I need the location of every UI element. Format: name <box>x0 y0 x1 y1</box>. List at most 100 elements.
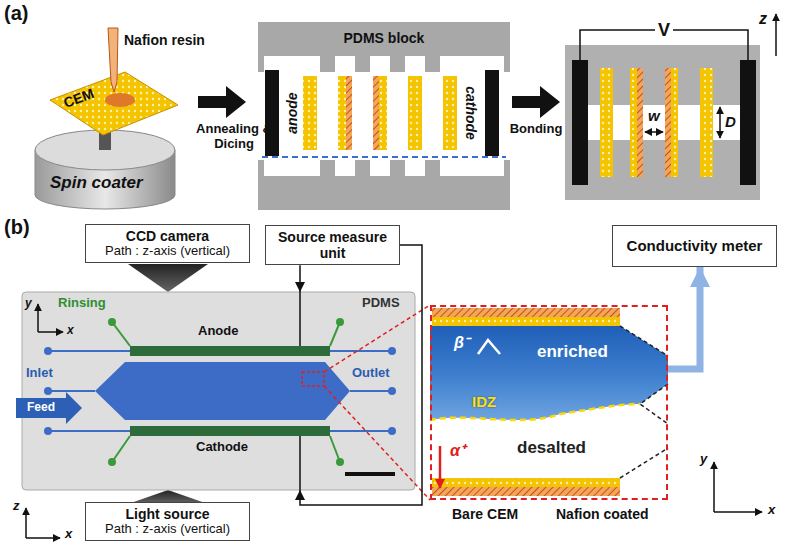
pdms-block-exploded <box>265 70 279 156</box>
node-text: α⁺ <box>450 442 465 460</box>
chip-photo <box>350 390 392 392</box>
chip-photo <box>388 387 396 395</box>
axis-arrows <box>26 508 60 538</box>
chip-photo <box>38 331 63 333</box>
chip-photo <box>108 458 116 466</box>
chip-photo <box>44 387 52 395</box>
bonded-device <box>565 14 776 200</box>
chip-photo <box>388 427 396 435</box>
chip-photo <box>112 436 130 462</box>
zoom-channel <box>432 487 620 496</box>
pdms-block-exploded <box>258 176 510 210</box>
axis-arrows <box>25 508 27 538</box>
zoom-leader <box>324 305 430 500</box>
pdms-block-exploded <box>373 76 379 150</box>
chip-photo <box>48 350 130 352</box>
chip-photo <box>108 318 116 326</box>
chip-photo <box>48 430 130 432</box>
voltage-label: V <box>655 20 673 41</box>
bonded-device <box>600 68 613 177</box>
bonded-device <box>565 45 760 200</box>
chip-photo <box>336 318 344 326</box>
zoom-channel <box>620 326 668 478</box>
chip-photo <box>336 458 344 466</box>
bonded-device <box>775 14 777 56</box>
zoom-channel <box>430 404 640 420</box>
pdms-block-exploded <box>262 156 506 158</box>
chip-photo <box>302 372 324 386</box>
zoom-channel <box>640 384 668 424</box>
pdms-block-exploded <box>320 56 335 72</box>
chip-photo <box>95 362 350 420</box>
pdms-block-exploded <box>504 160 510 176</box>
axis-arrows <box>26 537 60 539</box>
pdms-block-exploded <box>425 56 440 72</box>
spin-coater <box>105 93 135 107</box>
node-text: Anode <box>198 324 238 339</box>
part-label: Nafion coated <box>556 506 649 522</box>
axis-label: y <box>700 452 707 467</box>
chip-photo <box>108 318 344 466</box>
pdms-block-exploded <box>258 160 264 176</box>
node-text: β⁻ <box>454 334 469 352</box>
node-text: Cathode <box>196 440 248 455</box>
chip-photo <box>330 350 392 352</box>
axis-label: x <box>65 527 72 542</box>
sample-flow-arrow <box>668 267 700 369</box>
chip-photo <box>48 390 95 392</box>
zoom-channel <box>620 326 668 356</box>
zoom-channel <box>432 308 620 317</box>
pdms-block-exploded <box>258 56 264 72</box>
panel-letter: (b) <box>4 216 30 239</box>
node-text: enriched <box>537 342 608 362</box>
chip-photo <box>388 347 396 355</box>
node-text: Light source <box>125 506 209 522</box>
pdms-block-exploded <box>408 76 422 150</box>
bonded-device <box>665 68 678 177</box>
chip-photo <box>44 347 52 355</box>
part-label: Spin coater <box>50 173 143 193</box>
chip-photo <box>16 292 415 490</box>
zoom-channel <box>478 340 500 354</box>
flow-label: Feed <box>27 401 55 415</box>
node-text: PDMS <box>362 296 400 311</box>
instrument-box: Conductivity meter <box>612 225 777 267</box>
zoom-leader <box>324 386 430 500</box>
pdms-block-exploded <box>390 56 405 72</box>
chip-photo <box>345 472 395 476</box>
pdms-block-exploded <box>303 76 317 150</box>
process-arrow <box>512 86 560 118</box>
electrode-label: anode <box>283 92 299 133</box>
zoom-channel <box>620 448 668 478</box>
instrument-box: Source measure unit <box>265 225 400 265</box>
pdms-block-exploded <box>485 70 499 156</box>
step-label: Bonding <box>506 122 566 137</box>
bonded-device <box>719 107 721 138</box>
zoom-channel <box>432 478 620 487</box>
node-text: Inlet <box>26 366 53 381</box>
chip-photo <box>37 304 39 332</box>
wire-connector <box>300 245 422 505</box>
node-text: IDZ <box>472 393 496 410</box>
wire-connector <box>299 265 301 292</box>
chip-photo: RinsingPDMSAnodeInletOutletCathode <box>22 292 415 490</box>
electrode-label: cathode <box>463 86 479 140</box>
dimension-label: D <box>725 113 736 130</box>
bonded-device <box>637 68 643 177</box>
spin-coater <box>108 28 118 92</box>
node-text: Rinsing <box>58 296 106 311</box>
pdms-block-exploded <box>258 22 510 210</box>
spin-coater <box>35 28 178 209</box>
step-label: Annealing & Dicing <box>192 122 276 152</box>
pdms-block-exploded <box>425 160 440 176</box>
chip-photo <box>130 426 330 436</box>
zoom-view: β⁻ enrichedIDZ desalted α⁺ <box>430 305 668 500</box>
zoom-channel <box>713 462 715 512</box>
node-text: Source measure unit <box>271 229 394 261</box>
chip-photo <box>130 346 330 356</box>
chip-photo <box>112 322 130 346</box>
node-text: desalted <box>517 438 586 458</box>
axis-label: z <box>759 10 767 28</box>
